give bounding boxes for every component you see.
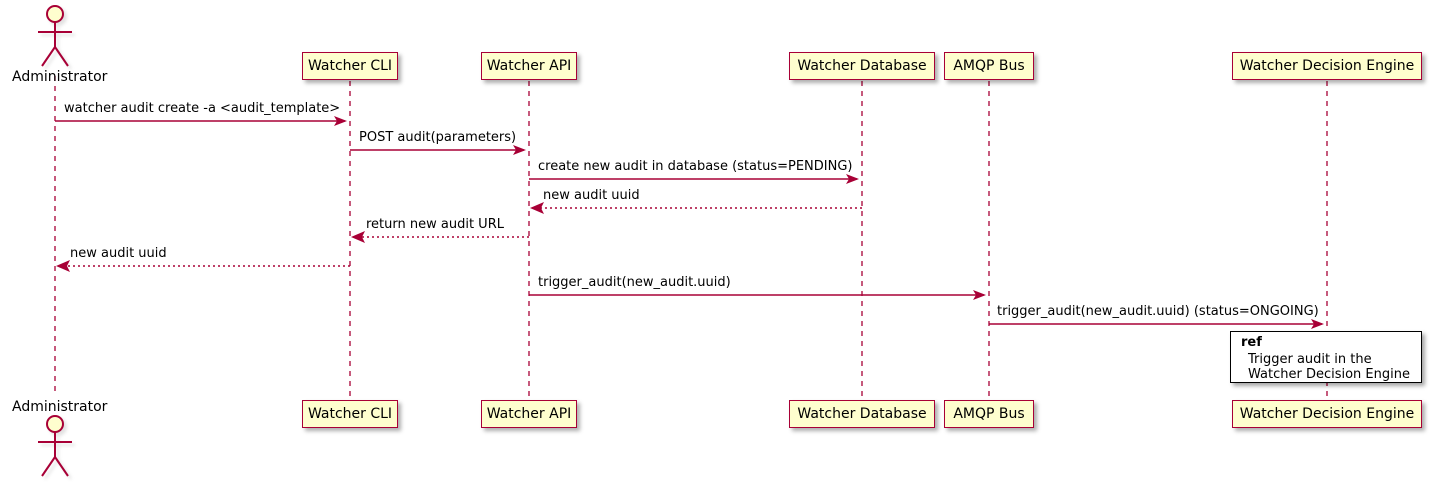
message-arrow-1 (55, 116, 347, 126)
message-label-3: create new audit in database (status=PEN… (538, 159, 853, 174)
message-label-8: trigger_audit(new_audit.uuid) (status=ON… (997, 304, 1319, 319)
message-label-1: watcher audit create -a <audit_template> (64, 101, 341, 116)
ref-fragment-line-2: Watcher Decision Engine (1248, 367, 1410, 382)
participant-box-watcher-decision-engine-bottom[interactable]: Watcher Decision Engine (1232, 400, 1422, 428)
message-label-2: POST audit(parameters) (359, 130, 517, 145)
ref-fragment-line-1: Trigger audit in the (1248, 352, 1372, 367)
participant-box-watcher-api-bottom[interactable]: Watcher API (481, 400, 577, 428)
actor-figure-top (38, 5, 72, 67)
message-label-4: new audit uuid (543, 188, 640, 203)
message-arrow-7 (529, 290, 986, 300)
message-arrow-5 (351, 231, 529, 243)
message-arrow-3 (529, 174, 859, 184)
message-label-5: return new audit URL (366, 217, 504, 232)
ref-fragment-tab-label: ref (1241, 335, 1262, 350)
participant-box-amqp-bus-top[interactable]: AMQP Bus (944, 52, 1034, 80)
participant-box-watcher-database-bottom[interactable]: Watcher Database (789, 400, 935, 428)
message-label-6: new audit uuid (70, 246, 167, 261)
participant-box-watcher-api-top[interactable]: Watcher API (481, 52, 577, 80)
participant-box-watcher-cli-top[interactable]: Watcher CLI (302, 52, 398, 80)
actor-label-administrator-top: Administrator (12, 69, 108, 85)
lifelines-group (54, 76, 1328, 400)
actor-figure-bottom (38, 415, 72, 477)
actor-label-administrator-bottom: Administrator (12, 399, 108, 415)
message-arrow-4 (530, 202, 862, 214)
participant-box-amqp-bus-bottom[interactable]: AMQP Bus (944, 400, 1034, 428)
message-arrow-8 (989, 319, 1324, 329)
participant-box-watcher-decision-engine-top[interactable]: Watcher Decision Engine (1232, 52, 1422, 80)
participant-box-watcher-cli-bottom[interactable]: Watcher CLI (302, 400, 398, 428)
message-arrow-6 (56, 260, 350, 272)
participant-box-watcher-database-top[interactable]: Watcher Database (789, 52, 935, 80)
message-arrow-2 (350, 145, 526, 155)
message-label-7: trigger_audit(new_audit.uuid) (538, 275, 731, 290)
ref-fragment-box (1230, 331, 1422, 383)
